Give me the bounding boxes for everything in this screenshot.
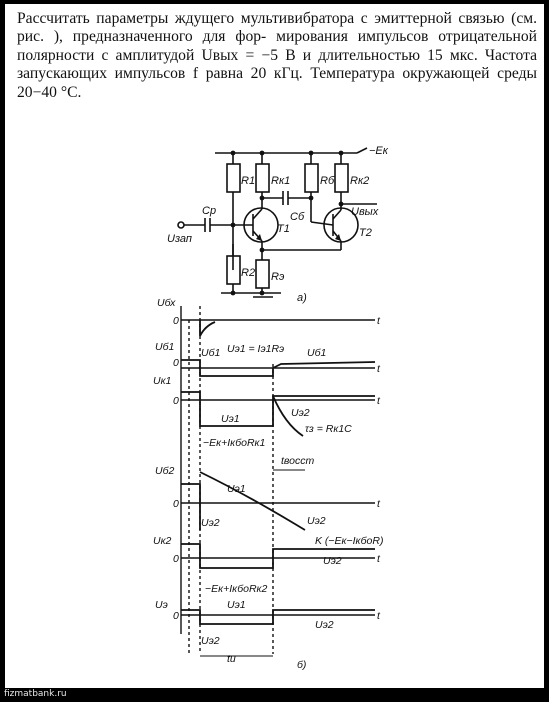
zero-4: 0 — [173, 498, 179, 510]
uk2-label: Uк2 — [153, 535, 172, 547]
ub1-label: Uб1 — [155, 341, 174, 353]
zero-3: 0 — [173, 395, 179, 407]
note-ue1-e: Uэ1 — [227, 599, 246, 611]
note-ek-k1: −Eк+IкбоRк1 — [203, 437, 265, 449]
ubx-label: Uбх — [157, 297, 176, 309]
note-ub1: Uб1 — [201, 347, 220, 359]
problem-line-3: мирования импульсов отрицательной полярн… — [17, 28, 538, 64]
cb-label: Cб — [290, 211, 305, 223]
r1-label: R1 — [241, 175, 255, 187]
t-axis-6: t — [377, 610, 381, 622]
figure: −Eк R1 Rк1 Rб Rк2 Cр Cб T1 T2 Uвых Uзап … — [153, 145, 389, 671]
note-ue2-k2: Uэ2 — [323, 555, 342, 567]
problem-line-6: 20−40 °С. — [17, 83, 82, 101]
output-label: Uвых — [351, 206, 379, 218]
problem-line-2: эмиттерной связью (см. рис. ), предназна… — [17, 10, 538, 46]
note-k: K (−Eк−IкбоR) — [315, 535, 383, 547]
r2-label: R2 — [241, 267, 255, 279]
t-axis-4: t — [377, 498, 381, 510]
note-ue2-e: Uэ2 — [201, 635, 220, 647]
problem-statement: Рассчитать параметры ждущего мультивибра… — [17, 10, 537, 102]
waveform-labels: Uбх 0 t Uб1 0 t Uк1 0 t Uб2 0 t Uк2 0 t … — [153, 297, 383, 671]
input-label: Uзап — [167, 233, 192, 245]
note-tvost: tвосст — [281, 455, 315, 467]
r3-label: Rэ — [271, 271, 285, 283]
waveform-traces — [181, 320, 376, 625]
note-ue2-b2: Uэ2 — [201, 517, 220, 529]
note-ub1-right: Uб1 — [307, 347, 326, 359]
t1-label: T1 — [277, 223, 290, 235]
note-ek-k2: −Eк+IкбоRк2 — [205, 583, 268, 595]
t-axis-3: t — [377, 395, 381, 407]
rb-label: Rб — [320, 175, 335, 187]
zero-6: 0 — [173, 610, 179, 622]
dimension-arrows — [200, 469, 305, 657]
note-ue1-b2: Uэ1 — [227, 483, 246, 495]
zero-5: 0 — [173, 553, 179, 565]
watermark: fizmatbank.ru — [4, 689, 67, 699]
problem-line-4: Uвых = −5 В и длительностью 15 мкс. Част… — [17, 46, 537, 83]
t2-label: T2 — [359, 227, 372, 239]
note-tn: tи — [227, 653, 236, 665]
note-tau: τз = Rк1C — [305, 423, 352, 435]
circuit-caption: а) — [297, 292, 307, 304]
rk1-label: Rк1 — [271, 175, 290, 187]
ue-label: Uэ — [155, 599, 168, 611]
uk1-label: Uк1 — [153, 375, 171, 387]
t-axis-5: t — [377, 553, 381, 565]
note-ue2-e-right: Uэ2 — [315, 619, 334, 631]
t-axis-2: t — [377, 363, 381, 375]
zero-2: 0 — [173, 357, 179, 369]
cr-label: Cр — [202, 205, 216, 217]
problem-line-1: Рассчитать параметры ждущего мультивибра… — [17, 10, 368, 27]
circuit-dots — [230, 150, 344, 296]
circuit-labels: −Eк R1 Rк1 Rб Rк2 Cр Cб T1 T2 Uвых Uзап … — [167, 145, 389, 304]
supply-label: −Eк — [369, 145, 389, 157]
note-ue1-k1: Uэ1 — [221, 413, 240, 425]
waveform-caption: б) — [297, 659, 306, 671]
zero-1: 0 — [173, 315, 179, 327]
note-ue2-k1: Uэ2 — [291, 407, 310, 419]
rk2-label: Rк2 — [350, 175, 369, 187]
t-axis-1: t — [377, 315, 381, 327]
note-ue2-b2b: Uэ2 — [307, 515, 326, 527]
note-ue-formula: Uэ1 = Iэ1Rэ — [227, 343, 284, 355]
problem-line-5: импульсов f равна 20 кГц. Температура ок… — [114, 65, 537, 83]
ub2-label: Uб2 — [155, 465, 174, 477]
scanned-sheet: Рассчитать параметры ждущего мультивибра… — [5, 4, 544, 688]
